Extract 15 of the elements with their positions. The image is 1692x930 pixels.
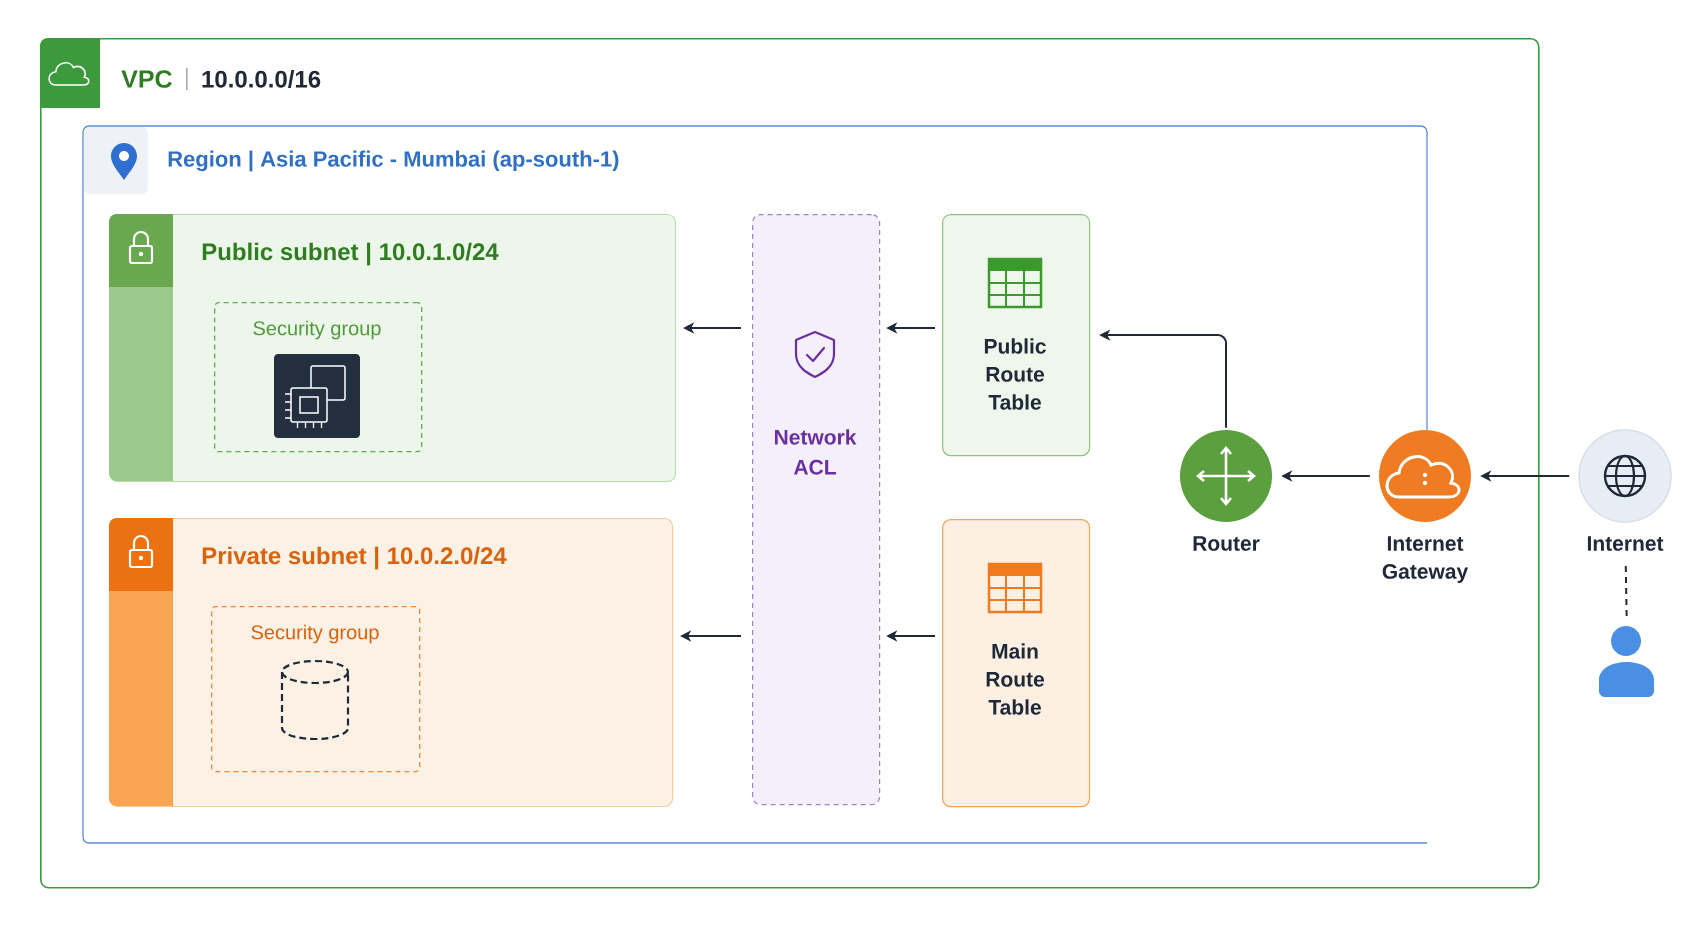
node-label: Internet Gateway [1382, 536, 1469, 583]
route-table-box: Main Route Table [942, 519, 1091, 808]
vpc-title: VPC [121, 70, 172, 88]
security-group-box: Security group [214, 302, 423, 453]
subnet-title: Public subnet | 10.0.1.0/24 [202, 242, 499, 266]
cidr-label: 10.0.0.0/16 [202, 70, 321, 88]
connector-line [1624, 563, 1628, 617]
network-acl-band: Network ACL [752, 214, 881, 806]
route-table-box: Public Route Table [942, 214, 1091, 457]
subnet-title: Private subnet | 10.0.2.0/24 [202, 546, 507, 570]
node-label: Router [1193, 536, 1260, 551]
node-label: Internet [1587, 536, 1664, 551]
region-title: Region | Asia Pacific - Mumbai (ap-south-1) [168, 150, 619, 172]
security-group-box: Security group [211, 606, 421, 773]
person-icon [1599, 626, 1654, 697]
